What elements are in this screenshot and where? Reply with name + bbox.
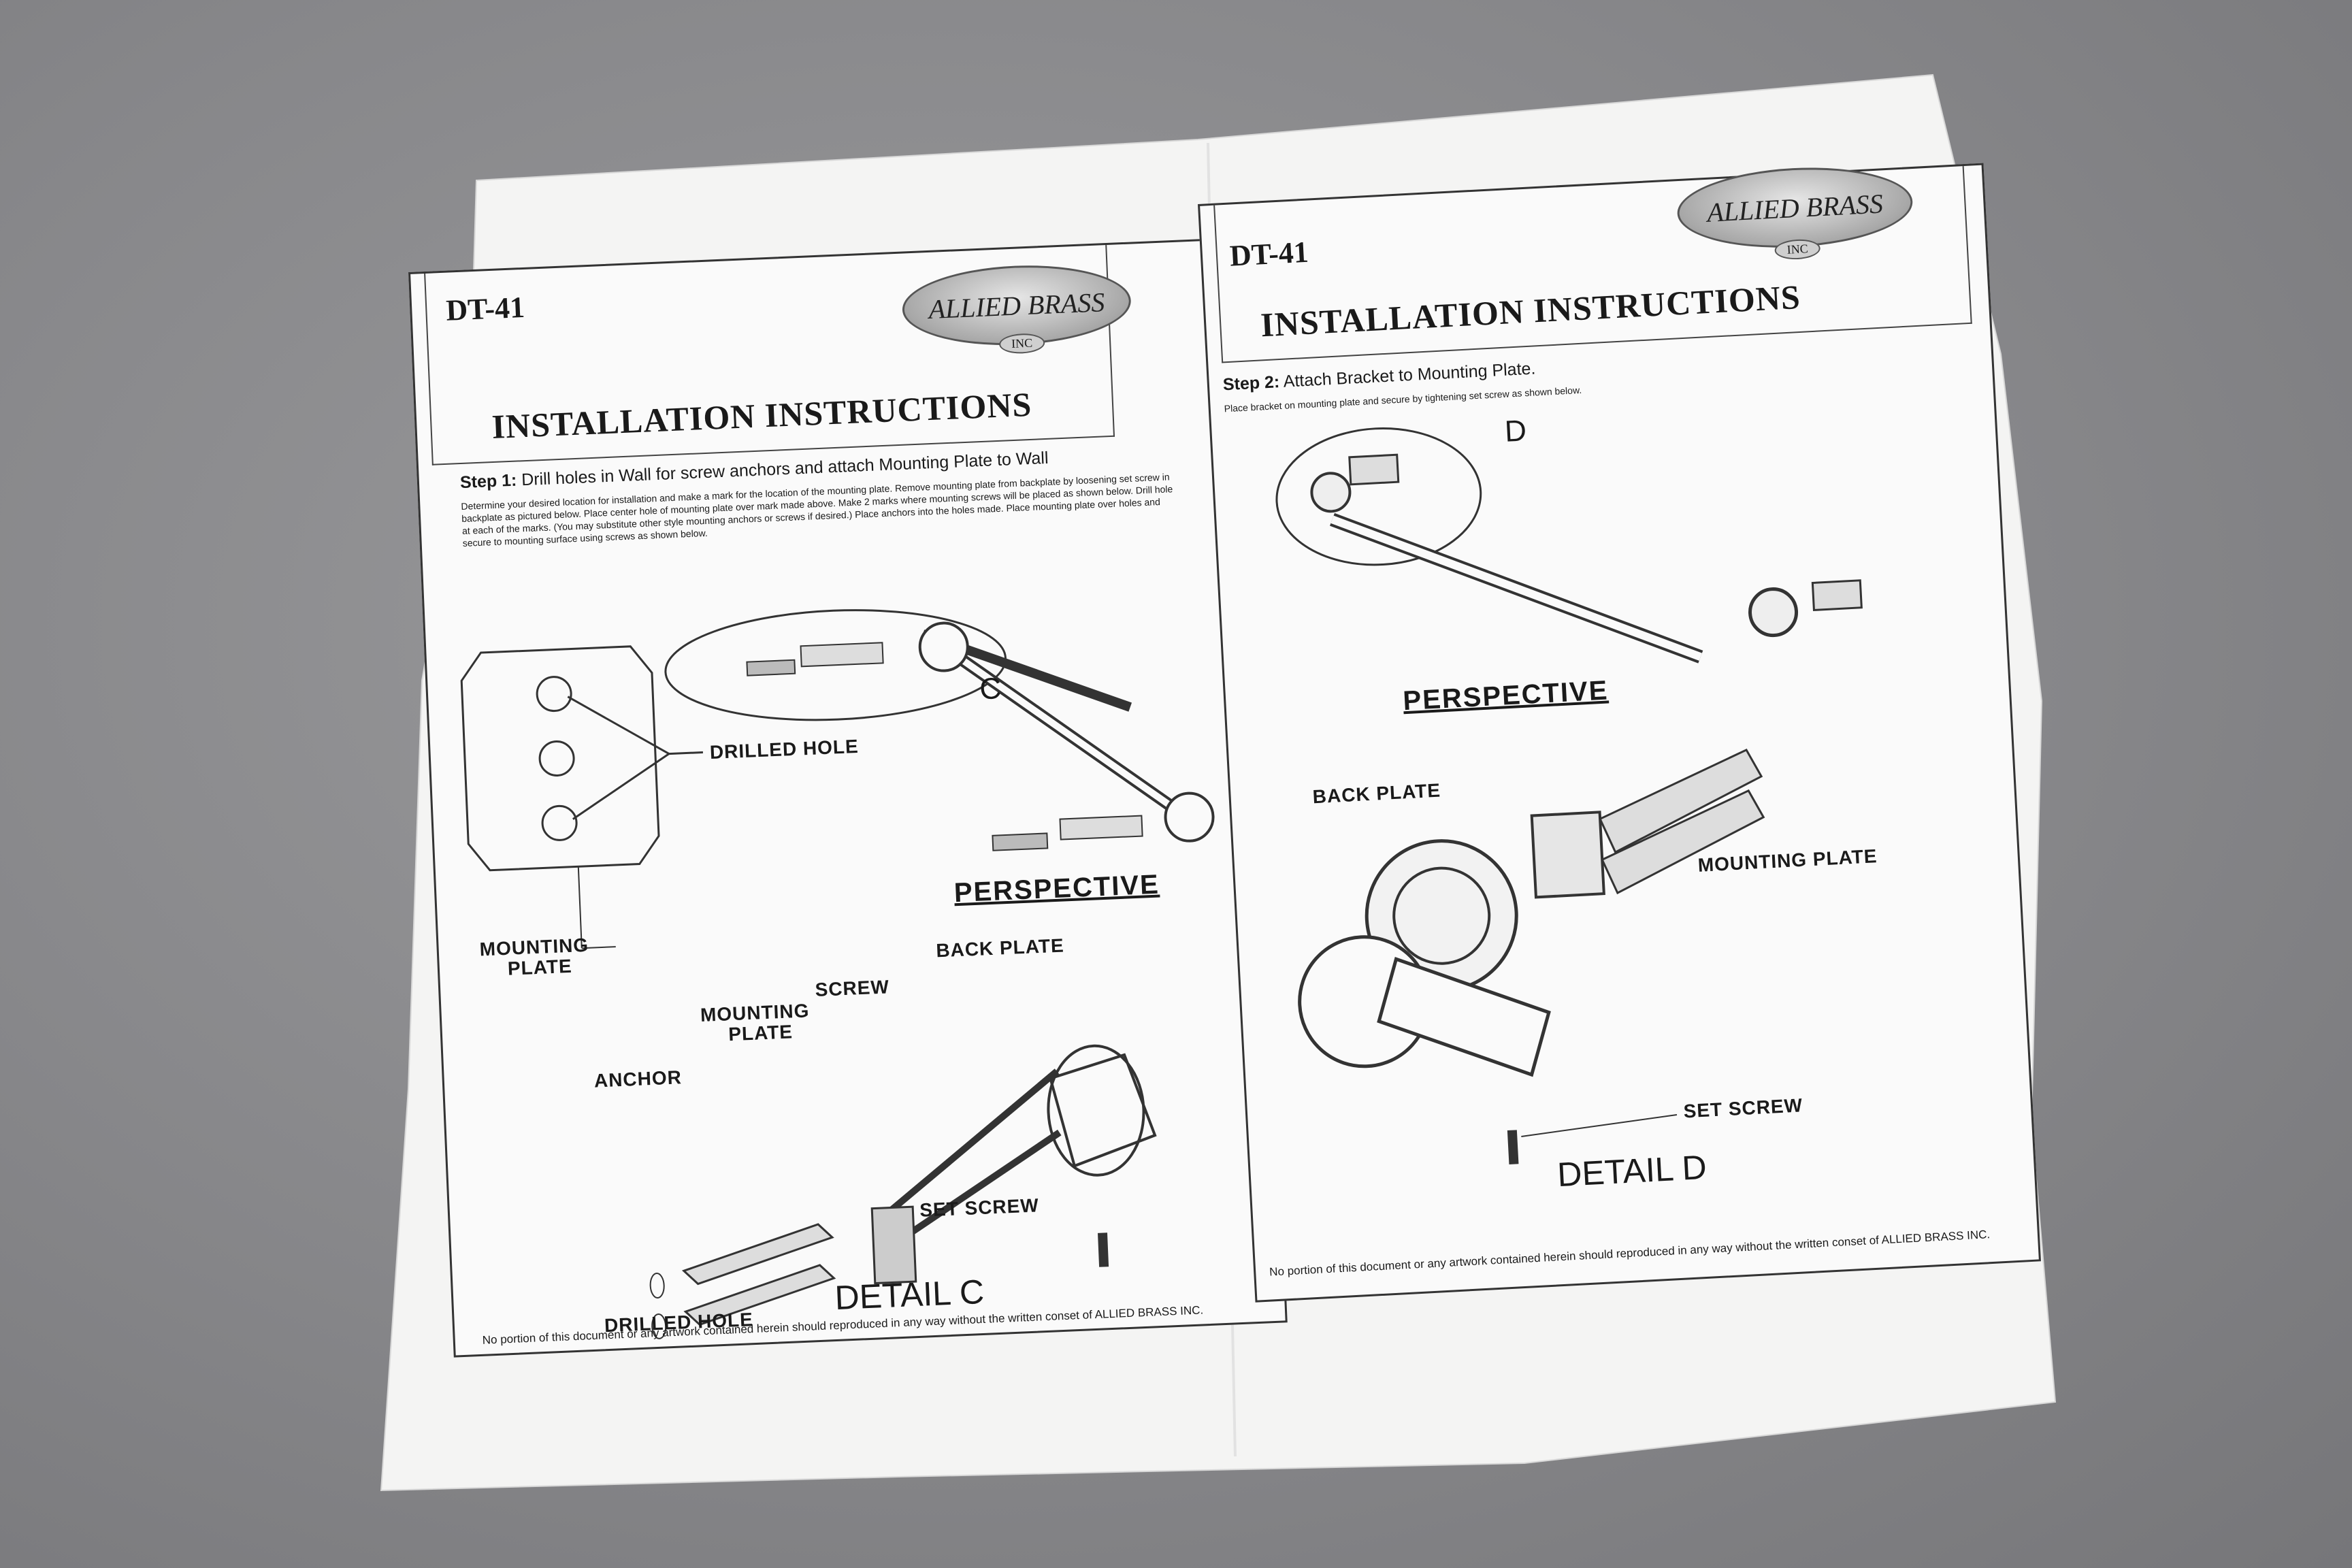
mounting-plate-detail-drawing (870, 1205, 917, 1285)
anchor-drawing (681, 1223, 834, 1286)
set-screw-d-drawing (1507, 1130, 1519, 1164)
callout-c: C (979, 672, 1002, 706)
mounting-plate-d-drawing (1530, 811, 1605, 899)
drilled-hole-circle (541, 804, 578, 841)
anchors-drawing (1599, 748, 1763, 854)
mounting-plate-drawing (460, 645, 660, 872)
left-page: DT-41 ALLIED BRASS INC INSTALLATION INST… (408, 237, 1288, 1358)
right-page: DT-41 ALLIED BRASS INC INSTALLATION INST… (1198, 162, 2041, 1303)
center-hole-circle (538, 740, 575, 777)
anchors-drawing (1601, 789, 1765, 895)
callout-d: D (1503, 414, 1528, 448)
label-anchor: ANCHOR (593, 1066, 683, 1092)
bar-arm-drawing (1377, 957, 1551, 1077)
left-diagrams (460, 609, 1215, 1339)
label-plate-detail: PLATE (728, 1021, 794, 1045)
right-diagrams (1275, 427, 1863, 1164)
anchor-drawing (683, 1264, 836, 1326)
callout-d-bubble (1275, 427, 1482, 566)
drilled-hole-circle (536, 676, 572, 713)
set-screw-drawing (1098, 1232, 1109, 1267)
detail-d-title: DETAIL D (1556, 1147, 1708, 1194)
detail-c-title: DETAIL C (834, 1272, 985, 1318)
label-screw: SCREW (815, 976, 890, 1000)
back-plate-drawing (1048, 1053, 1157, 1168)
label-plate: PLATE (507, 955, 573, 979)
callout-c-bubble (664, 609, 1007, 721)
